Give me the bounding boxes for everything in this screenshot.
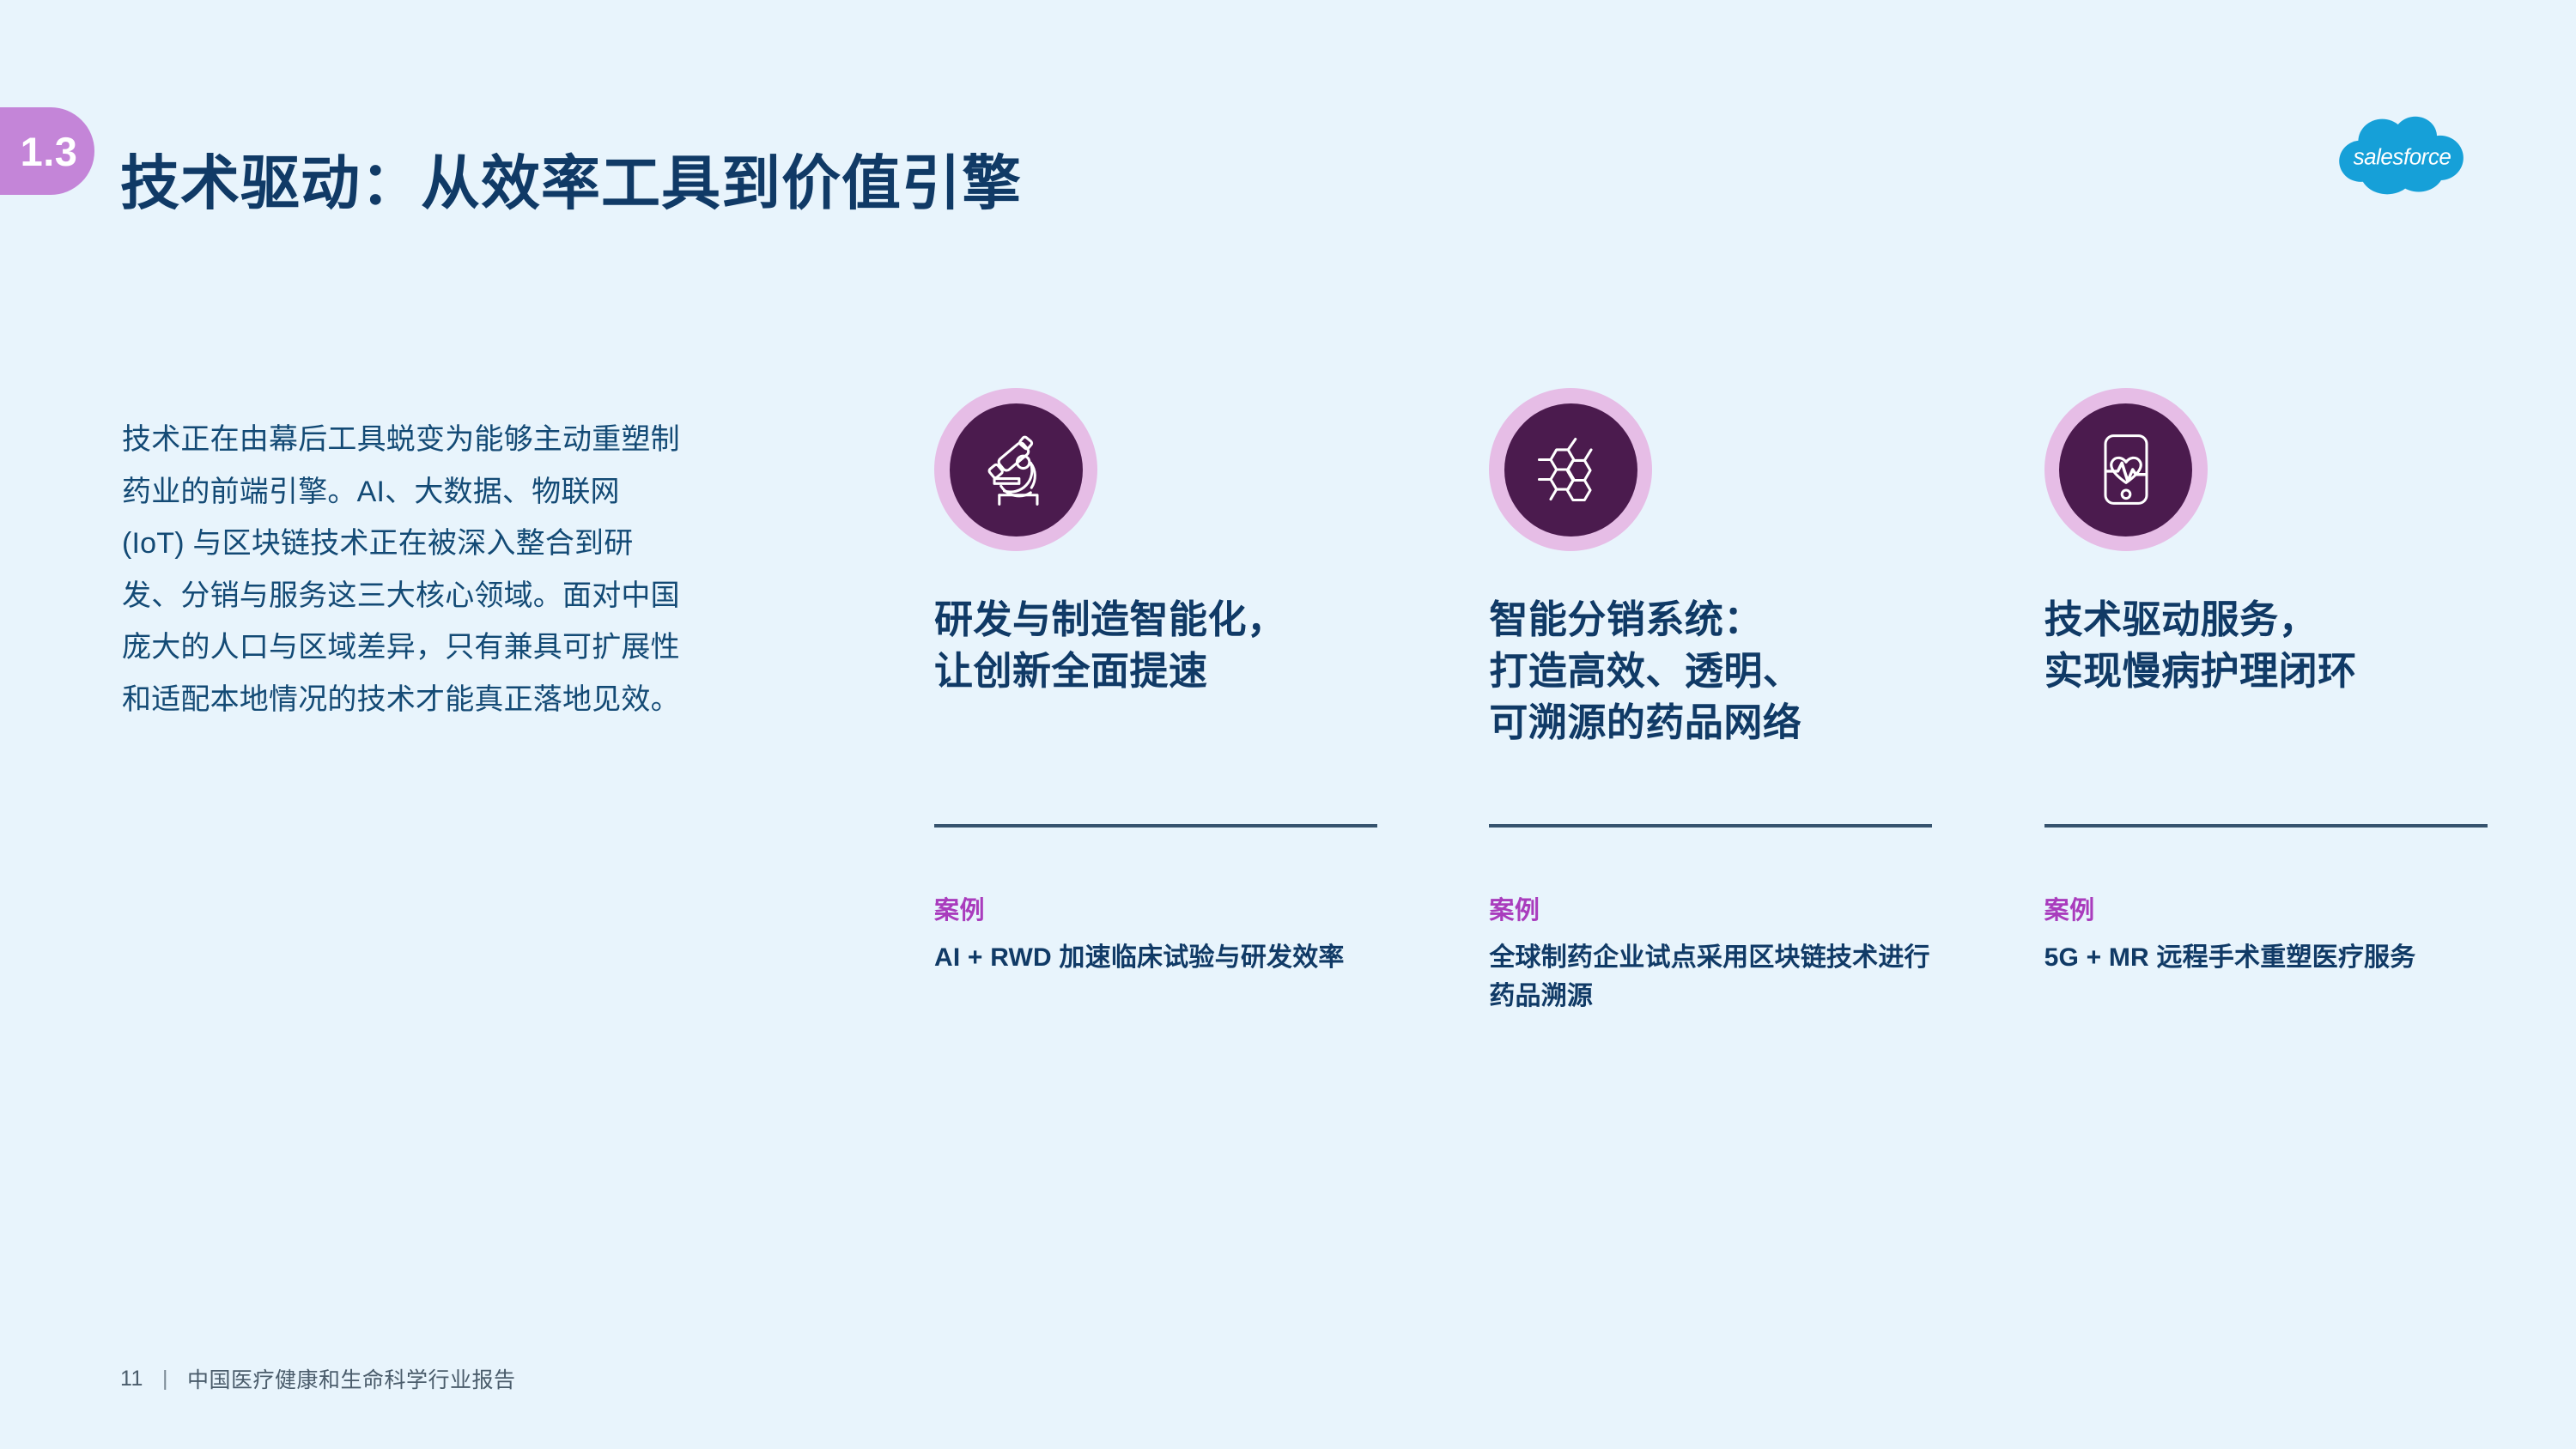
section-number-badge: 1.3 bbox=[0, 107, 94, 195]
page-title: 技术驱动：从效率工具到价值引擎 bbox=[120, 150, 1022, 217]
footer: 11 | 中国医疗健康和生命科学行业报告 bbox=[120, 1363, 515, 1394]
card-icon-ring bbox=[2044, 388, 2208, 551]
card-rd-manufacturing: 研发与制造智能化， 让创新全面提速 案例 AI + RWD 加速临床试验与研发效… bbox=[934, 388, 1377, 972]
card-case-text: 全球制药企业试点采用区块链技术进行药品溯源 bbox=[1489, 943, 1930, 1011]
card-case-block: 案例 5G + MR 远程手术重塑医疗服务 bbox=[2044, 896, 2488, 977]
card-case-text: 5G + MR 远程手术重塑医疗服务 bbox=[2044, 943, 2416, 972]
svg-text:salesforce: salesforce bbox=[2354, 144, 2451, 170]
card-icon-disc bbox=[2059, 403, 2193, 537]
card-heading: 智能分销系统： 打造高效、透明、 可溯源的药品网络 bbox=[1489, 597, 1802, 744]
card-case-label: 案例 bbox=[1489, 897, 1540, 925]
card-icon-ring bbox=[934, 388, 1097, 551]
card-case-text: AI + RWD 加速临床试验与研发效率 bbox=[934, 943, 1345, 972]
card-icon-ring bbox=[1489, 388, 1653, 551]
molecule-hexagon-icon bbox=[1538, 437, 1593, 502]
card-icon-disc bbox=[1504, 403, 1637, 537]
mobile-heartbeat-icon bbox=[2104, 434, 2148, 505]
footer-page-number: 11 bbox=[120, 1366, 143, 1391]
cards-container: 研发与制造智能化， 让创新全面提速 案例 AI + RWD 加速临床试验与研发效… bbox=[934, 388, 2488, 1010]
card-case-label: 案例 bbox=[934, 897, 986, 925]
card-tech-driven-service: 技术驱动服务， 实现慢病护理闭环 案例 5G + MR 远程手术重塑医疗服务 bbox=[2044, 388, 2488, 972]
microscope-icon bbox=[987, 435, 1039, 506]
card-icon-disc bbox=[949, 403, 1083, 537]
section-number-label: 1.3 bbox=[20, 128, 78, 174]
card-divider bbox=[1489, 824, 1933, 828]
intro-paragraph: 技术正在由幕后工具蜕变为能够主动重塑制药业的前端引擎。AI、大数据、物联网 (I… bbox=[122, 423, 680, 716]
card-case-block: 案例 全球制药企业试点采用区块链技术进行药品溯源 bbox=[1489, 896, 1932, 1016]
card-divider bbox=[2044, 824, 2488, 828]
card-heading: 技术驱动服务， 实现慢病护理闭环 bbox=[2044, 597, 2357, 693]
footer-separator: | bbox=[161, 1366, 168, 1391]
card-case-label: 案例 bbox=[2044, 897, 2095, 925]
card-heading: 研发与制造智能化， 让创新全面提速 bbox=[934, 597, 1286, 693]
card-smart-distribution: 智能分销系统： 打造高效、透明、 可溯源的药品网络 案例 全球制药企业试点采用区… bbox=[1489, 388, 1933, 1010]
card-case-block: 案例 AI + RWD 加速临床试验与研发效率 bbox=[934, 896, 1377, 977]
card-divider bbox=[934, 824, 1377, 828]
footer-report-title: 中国医疗健康和生命科学行业报告 bbox=[186, 1368, 516, 1392]
salesforce-logo: salesforce bbox=[2336, 110, 2469, 203]
